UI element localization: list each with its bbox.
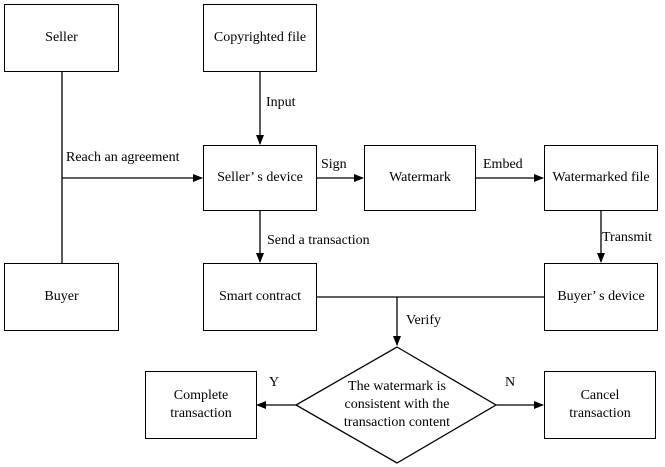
seller-box: Seller <box>4 4 119 72</box>
decision-text: The watermark is consistent with the tra… <box>312 378 482 432</box>
buyer-box: Buyer <box>4 263 119 331</box>
sign-label: Sign <box>321 157 347 172</box>
yes-label: Y <box>269 375 280 390</box>
complete-line2: transaction <box>170 406 232 421</box>
cancel-transaction-box: Cancel transaction <box>544 371 656 439</box>
buyers-device-label: Buyer’ s device <box>557 289 645 304</box>
decision-line2: consistent with the <box>344 397 450 412</box>
decision-line3: transaction content <box>343 415 451 430</box>
cancel-line1: Cancel <box>580 388 620 403</box>
input-label: Input <box>266 95 296 110</box>
embed-label: Embed <box>483 157 523 172</box>
verify-label: Verify <box>406 313 441 328</box>
watermarked-file-box: Watermarked file <box>544 145 658 211</box>
seller-label: Seller <box>45 30 78 45</box>
watermark-box: Watermark <box>364 145 476 211</box>
watermarked-file-label: Watermarked file <box>552 170 650 185</box>
buyers-device-box: Buyer’ s device <box>544 263 658 331</box>
decision-diamond <box>294 346 498 464</box>
watermark-label: Watermark <box>389 170 451 185</box>
cancel-line2: transaction <box>569 406 631 421</box>
sellers-device-box: Seller’ s device <box>203 145 317 211</box>
no-label: N <box>505 375 516 390</box>
copyrighted-file-label: Copyrighted file <box>213 30 307 45</box>
complete-line1: Complete <box>173 388 229 403</box>
smart-contract-label: Smart contract <box>218 289 302 304</box>
send-transaction-label: Send a transaction <box>267 233 370 248</box>
sellers-device-label: Seller’ s device <box>217 170 303 185</box>
copyrighted-file-box: Copyrighted file <box>203 4 317 72</box>
transmit-label: Transmit <box>602 230 653 245</box>
smart-contract-box: Smart contract <box>203 263 317 331</box>
buyer-label: Buyer <box>44 289 79 304</box>
reach-agreement-label: Reach an agreement <box>66 150 180 165</box>
complete-transaction-box: Complete transaction <box>145 371 257 439</box>
decision-line1: The watermark is <box>348 379 446 394</box>
